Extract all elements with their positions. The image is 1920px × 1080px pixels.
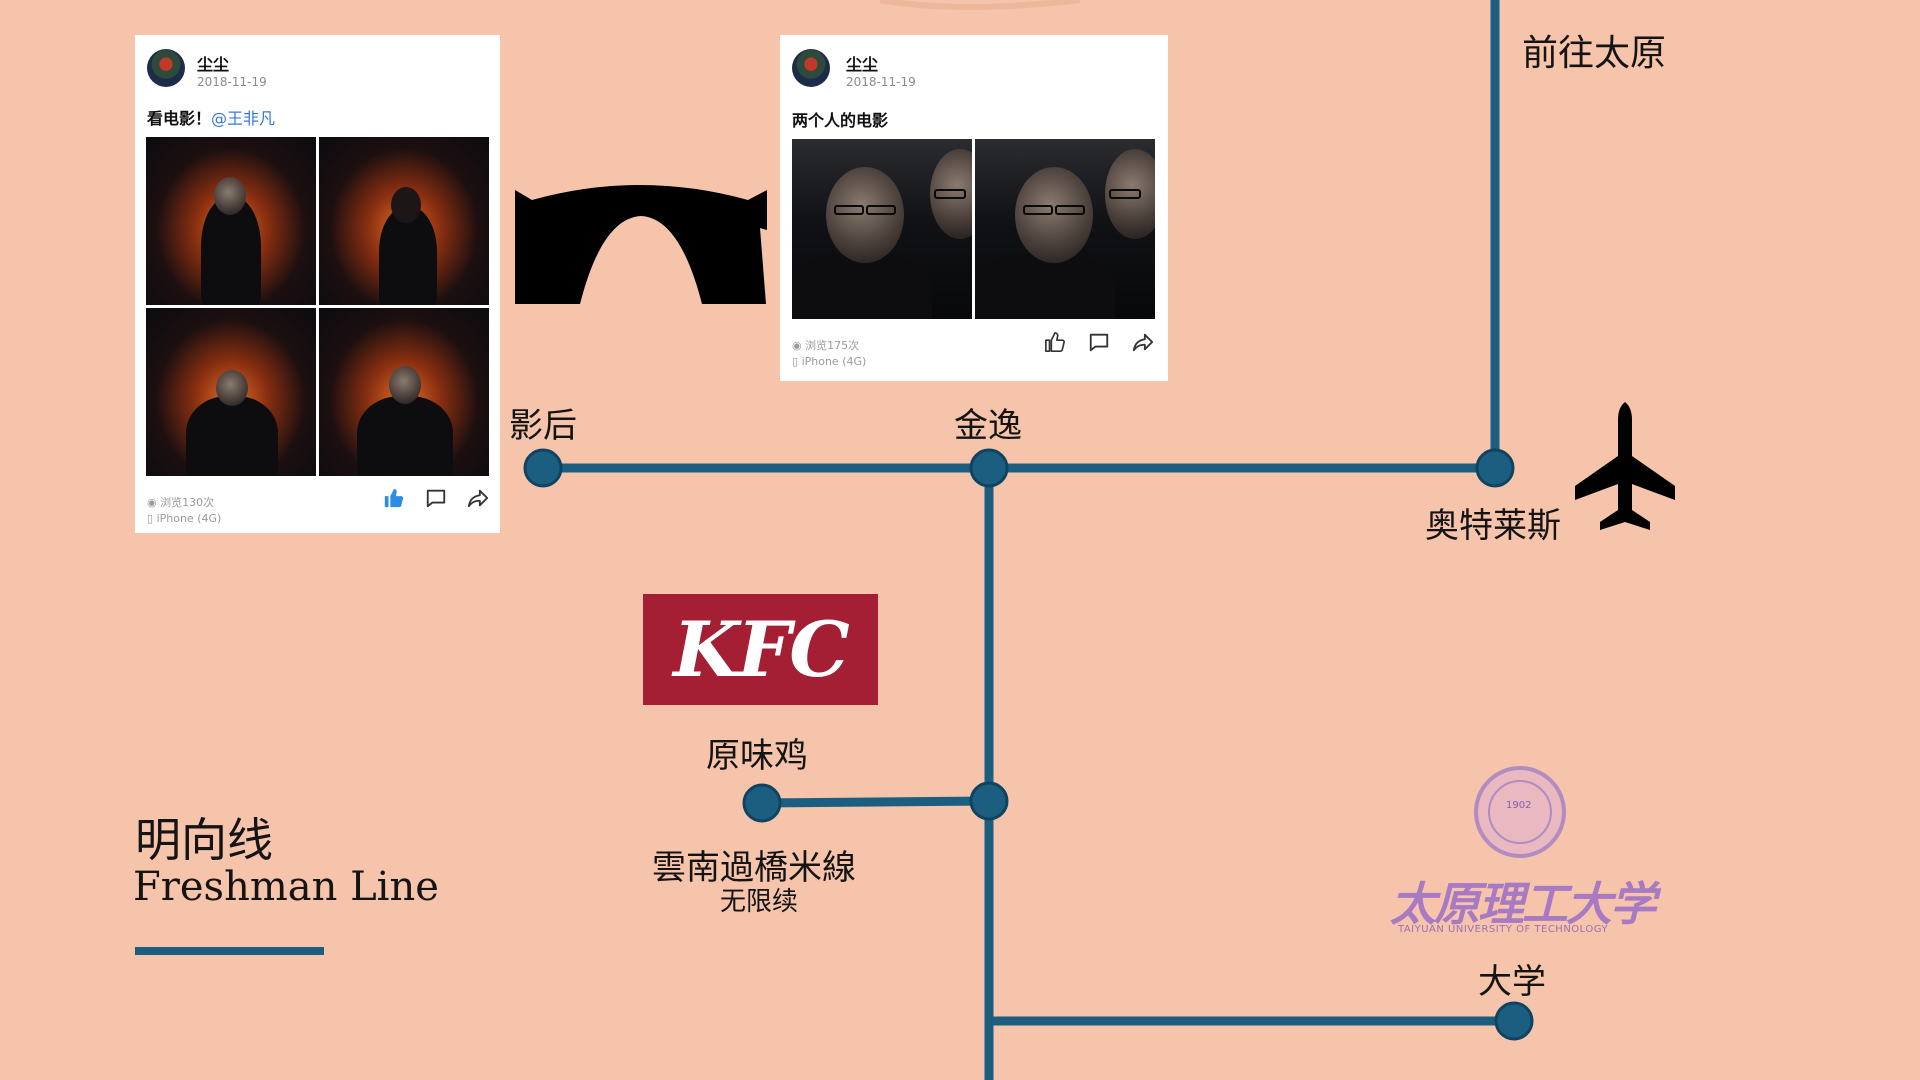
station-yunnan[interactable]: [742, 783, 782, 823]
share-icon[interactable]: [1132, 331, 1154, 353]
device-text: iPhone (4G): [156, 512, 222, 525]
bridge-icon: [515, 185, 767, 304]
comment-icon[interactable]: [425, 487, 447, 509]
social-post-card-1[interactable]: 尘尘 2018-11-19 看电影！@王非凡 ◉ 浏览130次 ▯ iPhone…: [135, 35, 500, 533]
university-name-english: TAIYUAN UNIVERSITY OF TECHNOLOGY: [1398, 924, 1609, 935]
device-info: ▯ iPhone (4G): [792, 355, 866, 368]
phone-icon: ▯: [147, 512, 154, 525]
thumbs-up-icon[interactable]: [383, 487, 405, 509]
view-count: ◉ 浏览175次: [792, 337, 859, 353]
view-count-text: 浏览130次: [160, 496, 215, 509]
station-label-yunnan: 雲南過橋米線: [652, 848, 856, 888]
station-yinghou[interactable]: [523, 448, 563, 488]
kfc-logo: KFC: [643, 594, 878, 705]
line-title-cn: 明向线: [135, 813, 273, 867]
post-photo-4[interactable]: [319, 308, 489, 476]
user-avatar[interactable]: [792, 49, 830, 87]
seal-year: 1902: [1506, 800, 1532, 811]
post-author[interactable]: 尘尘: [197, 55, 230, 74]
post-photo-2[interactable]: [975, 139, 1155, 319]
branch-line-yunnan: [761, 796, 990, 808]
station-label-daxue: 大学: [1478, 962, 1546, 1002]
station-label-yinghou: 影后: [509, 406, 577, 446]
station-aoteles[interactable]: [1475, 448, 1515, 488]
station-label-kfc: 原味鸡: [706, 736, 808, 776]
eye-icon: ◉: [792, 339, 802, 352]
post-date: 2018-11-19: [846, 75, 916, 89]
share-icon[interactable]: [467, 487, 489, 509]
kfc-logo-text: KFC: [673, 605, 849, 694]
eye-icon: ◉: [147, 496, 157, 509]
post-photo-2[interactable]: [319, 137, 489, 305]
phone-icon: ▯: [792, 355, 799, 368]
view-count-text: 浏览175次: [805, 339, 860, 352]
top-arc-decoration: [879, 0, 1081, 10]
comment-icon[interactable]: [1088, 331, 1110, 353]
station-jinyi[interactable]: [969, 448, 1009, 488]
post-date: 2018-11-19: [197, 75, 267, 89]
thumbs-up-icon[interactable]: [1044, 331, 1066, 353]
device-info: ▯ iPhone (4G): [147, 512, 221, 525]
station-label-taiyuan: 前往太原: [1522, 33, 1667, 74]
airplane-icon: [1575, 402, 1675, 530]
station-kfc-junction[interactable]: [969, 781, 1009, 821]
view-count: ◉ 浏览130次: [147, 494, 214, 510]
station-daxue[interactable]: [1494, 1001, 1534, 1041]
device-text: iPhone (4G): [801, 355, 867, 368]
station-label-aoteles: 奥特莱斯: [1425, 506, 1561, 546]
station-sublabel-yunnan: 无限续: [720, 887, 799, 917]
post-photo-3[interactable]: [146, 308, 316, 476]
university-seal-icon: 1902: [1474, 766, 1566, 858]
user-avatar[interactable]: [147, 49, 185, 87]
post-photo-1[interactable]: [146, 137, 316, 305]
station-label-jinyi: 金逸: [954, 406, 1022, 446]
post-photo-1[interactable]: [792, 139, 972, 319]
post-text: 看电影！@王非凡: [147, 105, 275, 129]
post-author[interactable]: 尘尘: [846, 55, 879, 74]
social-post-card-2[interactable]: 尘尘 2018-11-19 两个人的电影 ◉ 浏览175次 ▯ iPhone (…: [780, 35, 1168, 381]
mention-link[interactable]: @王非凡: [211, 109, 276, 128]
line-title-en: Freshman Line: [133, 864, 439, 910]
post-text: 两个人的电影: [792, 111, 889, 130]
university-name-calligraphy: 太原理工大学: [1390, 877, 1656, 931]
post-text-content: 看电影！: [147, 109, 212, 128]
